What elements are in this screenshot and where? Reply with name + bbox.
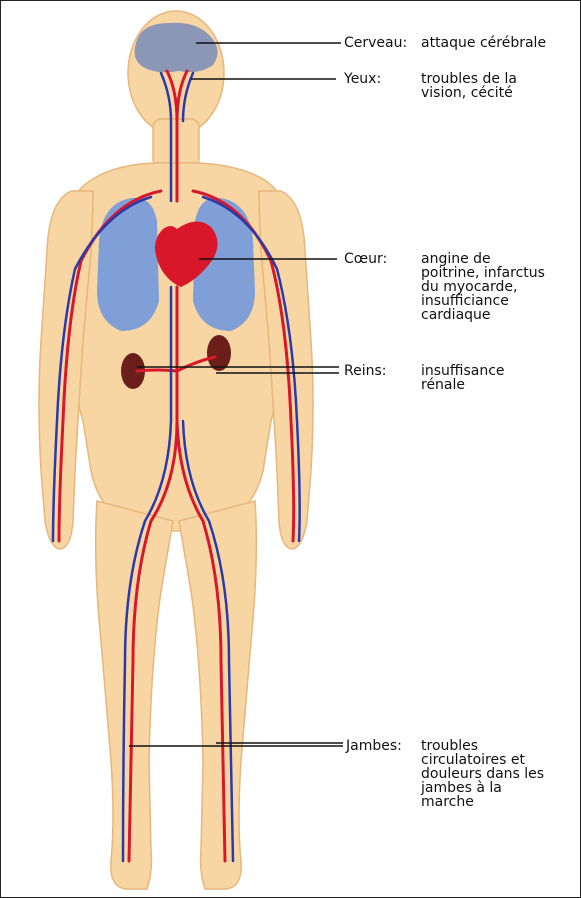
desc-yeux: troubles de la vision, cécité — [421, 72, 517, 100]
label-cerveau: Cerveau: — [344, 36, 407, 50]
label-coeur: Cœur: — [344, 252, 387, 266]
label-jambes: Jambes: — [346, 739, 402, 753]
label-reins: Reins: — [344, 364, 387, 378]
desc-jambes: troubles circulatoires et douleurs dans … — [421, 739, 544, 809]
left-lung — [97, 198, 159, 331]
desc-cerveau: attaque cérébrale — [421, 36, 546, 50]
desc-coeur: angine de poitrine, infarctus du myocard… — [421, 252, 545, 322]
right-kidney — [207, 335, 231, 371]
desc-reins: insuffisance rénale — [421, 364, 505, 392]
label-yeux: Yeux: — [344, 72, 381, 86]
